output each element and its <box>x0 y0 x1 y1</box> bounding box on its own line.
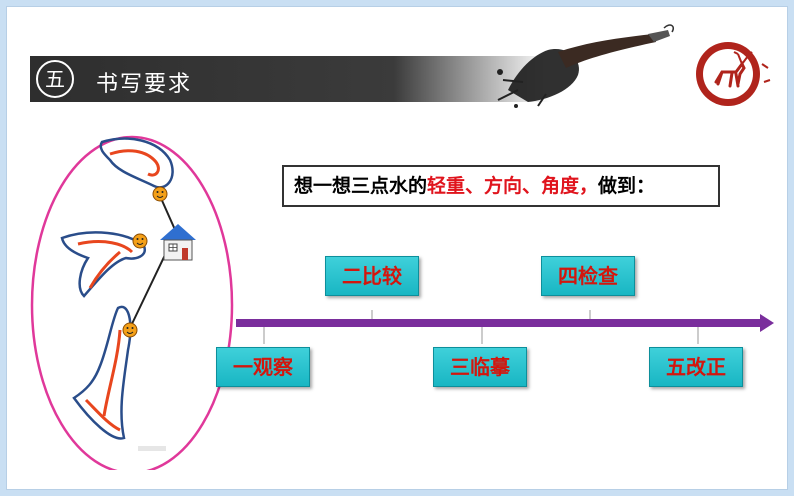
timeline-arrow <box>236 310 774 344</box>
section-number-badge: 五 <box>36 60 74 98</box>
header-bar <box>30 56 550 102</box>
smiley-icon <box>122 322 138 338</box>
deer-seal-icon <box>696 42 771 106</box>
timeline-arrowhead <box>760 314 774 332</box>
step-copy: 三临摹 <box>433 347 527 387</box>
instruction-text-1: 想一想三点水的 <box>294 175 428 197</box>
connector-line <box>129 195 178 329</box>
smiley-icon <box>152 186 168 202</box>
step-correct: 五改正 <box>649 347 743 387</box>
dot-stroke-3 <box>72 305 132 440</box>
dot-stroke-1-inner <box>109 149 160 177</box>
outline-oval <box>30 135 234 470</box>
house-icon <box>160 224 196 261</box>
instruction-text-2: 做到： <box>598 175 656 197</box>
instruction-box: 想一想三点水的轻重、方向、角度，做到： <box>282 165 720 207</box>
smiley-icon <box>132 233 148 249</box>
dot-stroke-2-inner <box>77 240 134 289</box>
dot-stroke-2 <box>60 231 147 298</box>
instruction-highlight: 轻重、方向、角度， <box>427 175 599 197</box>
step-check: 四检查 <box>541 256 635 296</box>
ink-brush-icon <box>497 24 675 108</box>
section-title: 书写要求 <box>96 72 193 97</box>
step-observe: 一观察 <box>216 347 310 387</box>
dot-stroke-3-inner <box>84 329 122 432</box>
timeline-bar <box>236 319 762 327</box>
water-radical-diagram <box>30 135 234 470</box>
dot-stroke-1 <box>99 137 174 189</box>
small-marker <box>138 446 166 451</box>
step-compare: 二比较 <box>325 256 419 296</box>
